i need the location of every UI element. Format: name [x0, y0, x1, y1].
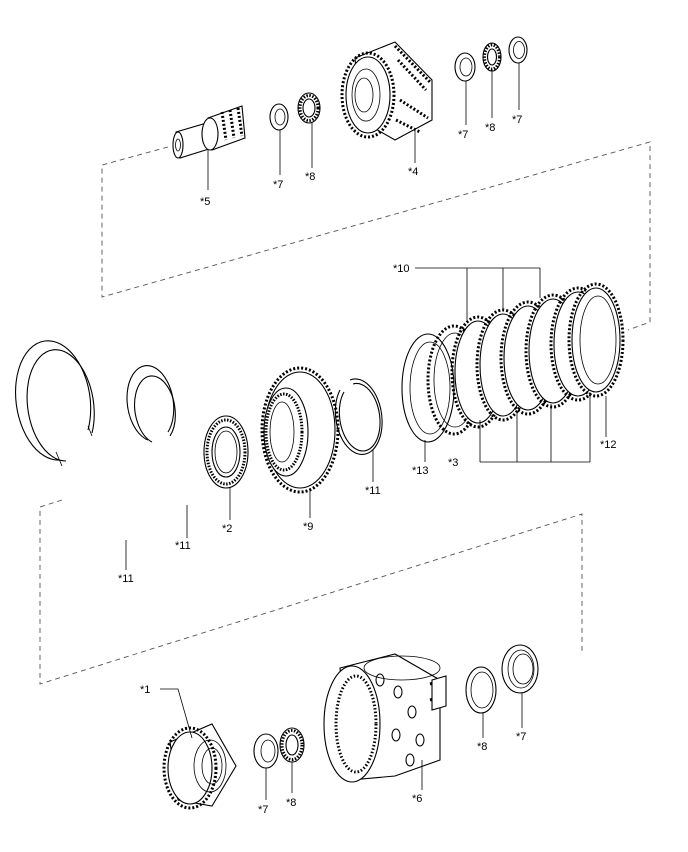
label-part-11: *11: [175, 540, 191, 552]
thrust-race-part: [465, 666, 497, 714]
label-part-1: *1: [140, 684, 150, 696]
label-part-13: *13: [412, 465, 429, 477]
snap-ring-part: [126, 365, 176, 443]
label-part-7: *7: [458, 129, 468, 141]
thrust-bearing-part: [482, 42, 502, 72]
rear-clutch-drum-part: [323, 653, 447, 783]
label-part-11: *11: [118, 573, 134, 585]
snap-ring-part: [334, 378, 383, 455]
label-part-10: *10: [393, 263, 410, 275]
thrust-washer-part: [269, 103, 289, 131]
thrust-washer-part: [501, 644, 539, 694]
label-part-2: *2: [222, 523, 232, 535]
leader-line: [479, 396, 591, 463]
upper-alignment-guide: [101, 141, 651, 331]
label-part-8: *8: [485, 122, 495, 134]
label-part-7: *7: [516, 731, 526, 743]
thrust-washer-part: [508, 36, 528, 64]
label-part-12: *12: [600, 439, 617, 451]
thrust-washer-part: [454, 52, 476, 82]
clutch-drum-part: [340, 41, 433, 141]
label-part-7: *7: [273, 179, 283, 191]
thrust-bearing-part: [297, 92, 321, 124]
outer-race-part: [260, 366, 340, 494]
large-snap-ring-part: [15, 340, 95, 467]
label-part-4: *4: [408, 166, 418, 178]
input-shaft-part: [172, 105, 246, 159]
label-part-8: *8: [286, 797, 296, 809]
label-part-6: *6: [412, 793, 422, 805]
thrust-bearing-part: [279, 727, 305, 763]
label-part-8: *8: [305, 171, 315, 183]
label-part-7: *7: [258, 804, 268, 816]
label-part-9: *9: [303, 521, 313, 533]
planetary-gear-part: [162, 723, 237, 810]
one-way-clutch-part: [203, 415, 249, 489]
label-part-7: *7: [512, 114, 522, 126]
lower-alignment-guide: [39, 499, 583, 685]
clutch-plate-stack-part: [401, 282, 625, 443]
label-part-3: *3: [448, 457, 458, 469]
label-part-5: *5: [200, 196, 210, 208]
leader-line: [415, 267, 541, 320]
leader-line: [160, 688, 193, 739]
thrust-washer-part: [253, 733, 279, 769]
label-part-8: *8: [477, 741, 487, 753]
label-part-11: *11: [365, 485, 381, 497]
